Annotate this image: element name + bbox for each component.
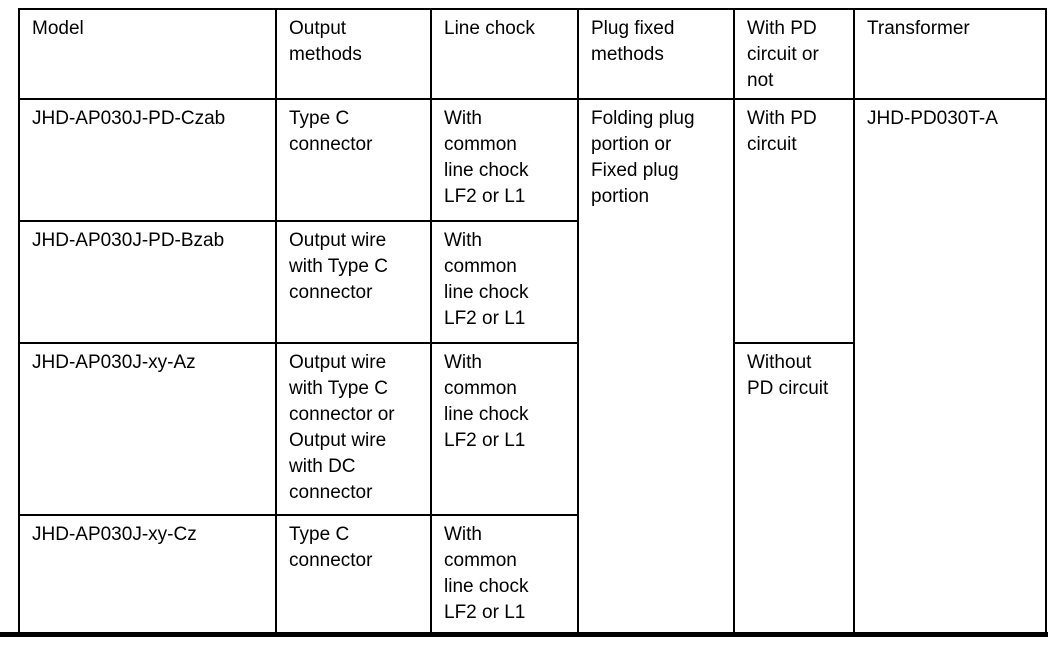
line-chock-cell: With common line chock LF2 or L1: [430, 342, 579, 516]
bottom-rule: [0, 632, 1048, 637]
transformer-cell: JHD-PD030T-A: [853, 98, 1047, 636]
plug-fixed-methods-cell: Folding plug portion or Fixed plug porti…: [577, 98, 735, 636]
column-header-transformer: Transformer: [853, 8, 1047, 100]
output-method-cell: Output wire with Type C connector: [275, 220, 432, 344]
table-row: JHD-AP030J-xy-Cz Type C connector With c…: [18, 514, 1046, 636]
column-header-model: Model: [18, 8, 277, 100]
with-pd-circuit-cell: With PD circuit: [733, 98, 855, 344]
model-cell: JHD-AP030J-PD-Czab: [18, 98, 277, 222]
header-row: Model Output methods Line chock Plug fix…: [18, 8, 1047, 100]
column-header-line-chock: Line chock: [430, 8, 579, 100]
table-row: JHD-AP030J-PD-Bzab Output wire with Type…: [18, 220, 1046, 344]
without-pd-circuit-cell: Without PD circuit: [733, 342, 855, 636]
line-chock-cell: With common line chock LF2 or L1: [430, 98, 579, 222]
model-cell: JHD-AP030J-xy-Cz: [18, 514, 277, 636]
model-cell: JHD-AP030J-PD-Bzab: [18, 220, 277, 344]
column-header-pd-circuit: With PD circuit or not: [733, 8, 855, 100]
model-cell: JHD-AP030J-xy-Az: [18, 342, 277, 516]
output-method-cell: Type C connector: [275, 98, 432, 222]
line-chock-cell: With common line chock LF2 or L1: [430, 514, 579, 636]
spec-table: Model Output methods Line chock Plug fix…: [18, 8, 1047, 636]
output-method-cell: Output wire with Type C connector or Out…: [275, 342, 432, 516]
table-row: JHD-AP030J-PD-Czab Type C connector With…: [18, 98, 1047, 636]
column-header-output-methods: Output methods: [275, 8, 432, 100]
line-chock-cell: With common line chock LF2 or L1: [430, 220, 579, 344]
column-header-plug-fixed-methods: Plug fixed methods: [577, 8, 735, 100]
output-method-cell: Type C connector: [275, 514, 432, 636]
